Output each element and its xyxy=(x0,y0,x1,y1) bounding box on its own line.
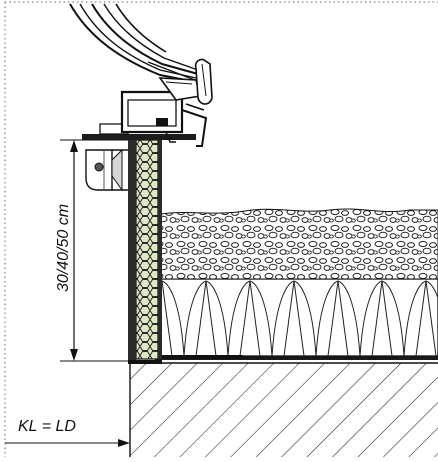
thermal-insulation xyxy=(160,278,438,357)
upstand-plates xyxy=(128,138,243,364)
frame-dotted-border xyxy=(4,1,438,457)
gravel-layer xyxy=(160,208,438,280)
height-dimension xyxy=(60,139,128,362)
clear-width-label: KL = LD xyxy=(18,418,76,435)
frame-profile xyxy=(82,90,208,147)
clamp-seal xyxy=(158,58,213,105)
clear-width-dimension xyxy=(5,439,130,447)
dome-glazing xyxy=(69,3,201,92)
height-dimension-label: 30/40/50 cm xyxy=(55,204,72,292)
upstand-insulation xyxy=(135,139,159,360)
mounting-bracket xyxy=(85,148,128,192)
concrete-slab xyxy=(129,362,438,457)
